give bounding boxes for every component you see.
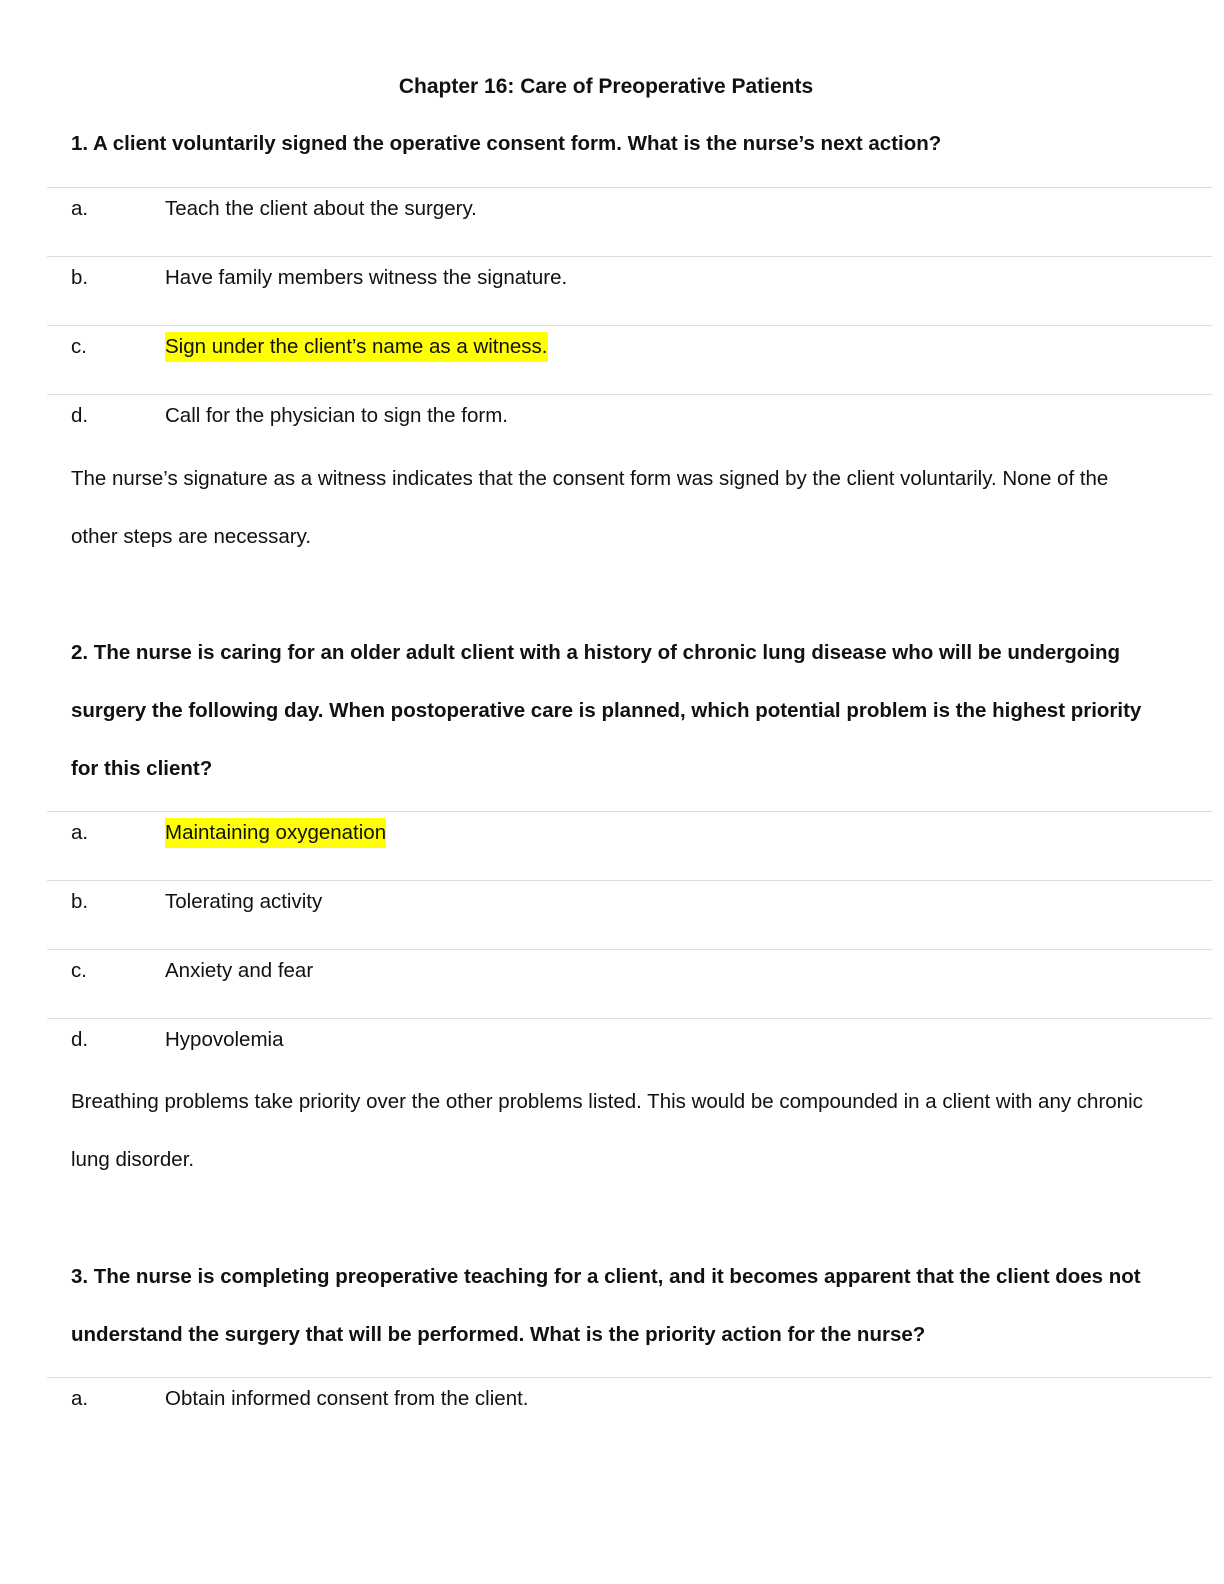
explanation-2: Breathing problems take priority over th… xyxy=(71,1090,1143,1171)
option-row: b. Have family members witness the signa… xyxy=(47,256,1212,325)
option-row: d. Call for the physician to sign the fo… xyxy=(47,394,1212,463)
option-text-highlighted-answer: Maintaining oxygenation xyxy=(165,818,387,848)
option-letter: c. xyxy=(71,959,87,982)
option-letter: a. xyxy=(71,821,89,844)
option-letter: b. xyxy=(71,266,89,289)
option-text: Obtain informed consent from the client. xyxy=(165,1387,529,1410)
option-row: a. Obtain informed consent from the clie… xyxy=(47,1377,1212,1446)
option-text: Tolerating activity xyxy=(165,890,323,913)
option-row: a. Teach the client about the surgery. xyxy=(47,187,1212,256)
option-row: c. Sign under the client’s name as a wit… xyxy=(47,325,1212,394)
page-title: Chapter 16: Care of Preoperative Patient… xyxy=(398,75,814,98)
option-letter: a. xyxy=(71,1387,89,1410)
question-1: 1. A client voluntarily signed the opera… xyxy=(71,132,942,155)
option-text: Teach the client about the surgery. xyxy=(165,197,477,220)
option-letter: b. xyxy=(71,890,89,913)
option-text-highlighted-answer: Sign under the client’s name as a witnes… xyxy=(165,332,548,362)
option-letter: d. xyxy=(71,1028,89,1051)
option-letter: a. xyxy=(71,197,89,220)
question-2: 2. The nurse is caring for an older adul… xyxy=(71,641,1142,780)
option-row: c. Anxiety and fear xyxy=(47,949,1212,1018)
option-row: a. Maintaining oxygenation xyxy=(47,811,1212,880)
option-text: Have family members witness the signatur… xyxy=(165,266,568,289)
option-row: b. Tolerating activity xyxy=(47,880,1212,949)
option-letter: c. xyxy=(71,335,87,358)
option-row: d. Hypovolemia xyxy=(47,1018,1212,1087)
explanation-1: The nurse’s signature as a witness indic… xyxy=(71,467,1109,548)
option-text: Hypovolemia xyxy=(165,1028,284,1051)
option-text: Call for the physician to sign the form. xyxy=(165,404,508,427)
option-letter: d. xyxy=(71,404,89,427)
option-text: Anxiety and fear xyxy=(165,959,314,982)
question-3: 3. The nurse is completing preoperative … xyxy=(71,1265,1141,1346)
